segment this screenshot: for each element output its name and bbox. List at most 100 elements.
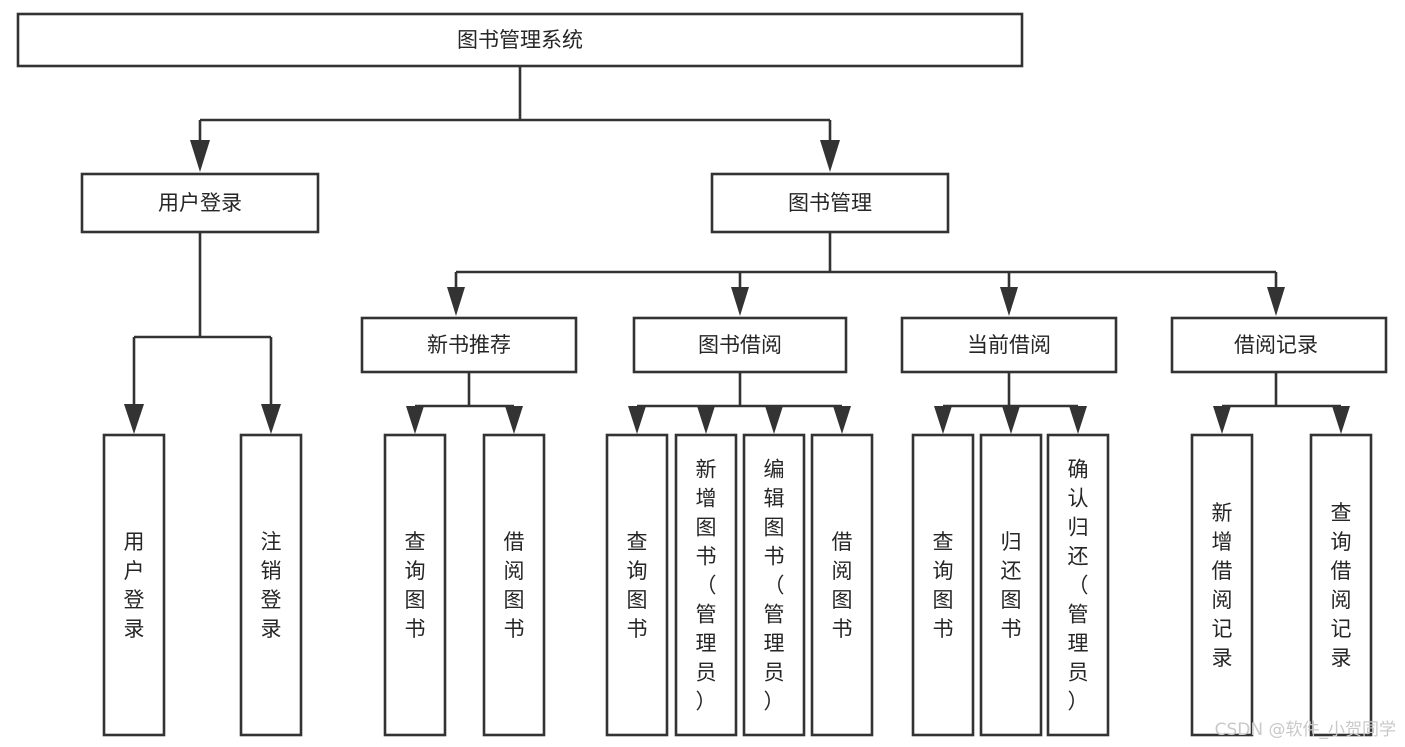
label-char: 图 [405,588,426,612]
arrow-head-leaf-return-book [1002,406,1020,434]
label-char: 图 [504,588,525,612]
node-leaf-return-book-box[interactable] [979,433,1043,737]
label-char: 理 [696,632,717,656]
label-char: ） [1068,690,1089,714]
label-char: 书 [933,617,954,641]
arrow-head-leaf-user-login [124,404,144,434]
node-leaf-add-book-admin-box[interactable] [674,433,738,737]
node-leaf-logout[interactable]: 注销登录 [239,433,303,737]
arrow-head-leaf-borrow-book-2 [833,406,851,434]
label-char: 录 [1331,646,1352,670]
label-char: 图 [627,588,648,612]
label-char: 图 [696,516,717,540]
node-leaf-logout-box[interactable] [239,433,303,737]
node-leaf-edit-book-admin[interactable]: 编辑图书（管理员） [742,433,806,737]
label-char: 还 [1068,545,1089,569]
arrow-head-leaf-edit-book-admin [765,406,783,434]
arrow-head-book-borrow [731,287,749,316]
label-char: 借 [832,530,853,554]
label-char: 销 [261,559,282,583]
node-leaf-add-record-label: 新增借阅记录 [1212,501,1233,670]
node-leaf-query-book-3[interactable]: 查询图书 [911,433,975,737]
arrow-head-current-borrow [1000,287,1018,316]
node-leaf-add-record[interactable]: 新增借阅记录 [1190,433,1254,737]
node-current-borrow[interactable]: 当前借阅 [900,316,1118,374]
node-leaf-query-record-box[interactable] [1309,433,1373,737]
node-leaf-edit-book-admin-box[interactable] [742,433,806,737]
node-leaf-query-book-2[interactable]: 查询图书 [605,433,669,737]
label-char: 借 [1212,559,1233,583]
node-leaf-borrow-book-2-box[interactable] [810,433,874,737]
node-current-borrow-box[interactable] [900,316,1118,374]
connector-layer [124,66,1350,434]
arrow-head-leaf-logout [261,404,281,434]
node-leaf-query-record[interactable]: 查询借阅记录 [1309,433,1373,737]
node-user-login-box[interactable] [80,172,320,234]
node-leaf-query-book-3-box[interactable] [911,433,975,737]
label-char: 还 [1001,559,1022,583]
label-char: 注 [261,530,282,554]
label-char: ） [696,690,717,714]
label-char: 录 [124,617,145,641]
node-book-borrow-box[interactable] [632,316,848,374]
node-leaf-return-book[interactable]: 归还图书 [979,433,1043,737]
node-leaf-user-login-box[interactable] [102,433,166,737]
label-char: 理 [1068,632,1089,656]
node-leaf-confirm-return-label: 确认归还（管理员） [1068,458,1089,714]
node-new-book-recommend[interactable]: 新书推荐 [360,316,578,374]
label-char: 阅 [1212,588,1233,612]
label-char: 认 [1068,487,1089,511]
node-root-label: 图书管理系统 [457,28,583,52]
node-leaf-add-book-admin-label: 新增图书（管理员） [696,458,717,714]
node-leaf-add-book-admin[interactable]: 新增图书（管理员） [674,433,738,737]
node-leaf-user-login-label: 用户登录 [124,530,145,641]
node-leaf-borrow-book-2[interactable]: 借阅图书 [810,433,874,737]
node-root-box[interactable] [16,12,1024,68]
arrow-head-leaf-query-book-3 [934,406,952,434]
node-leaf-query-book-1-box[interactable] [383,433,447,737]
node-leaf-logout-label: 注销登录 [261,530,282,641]
node-leaf-borrow-book-2-label: 借阅图书 [832,530,853,641]
label-char: 书 [764,545,785,569]
node-book-borrow[interactable]: 图书借阅 [632,316,848,374]
label-char: 登 [261,588,282,612]
label-char: 书 [696,545,717,569]
label-char: 确 [1068,458,1089,482]
node-new-book-recommend-box[interactable] [360,316,578,374]
label-char: 登 [124,588,145,612]
arrow-head-leaf-query-book-2 [628,406,646,434]
node-borrow-record-box[interactable] [1170,316,1388,374]
label-char: 员 [696,661,717,685]
arrow-head-leaf-confirm-return [1069,406,1087,434]
node-leaf-query-book-1[interactable]: 查询图书 [383,433,447,737]
label-char: 借 [1331,559,1352,583]
label-char: 书 [627,617,648,641]
label-char: 新 [1212,501,1233,525]
node-leaf-confirm-return[interactable]: 确认归还（管理员） [1046,433,1110,737]
label-char: 户 [124,559,145,583]
node-user-login[interactable]: 用户登录 [80,172,320,234]
node-borrow-record[interactable]: 借阅记录 [1170,316,1388,374]
csdn-watermark: CSDN @软件_小贺同学 [1215,720,1396,740]
label-char: 记 [1212,617,1233,641]
node-leaf-query-book-2-box[interactable] [605,433,669,737]
node-current-borrow-label: 当前借阅 [967,333,1051,357]
arrow-head-leaf-query-book-1 [406,406,424,434]
node-book-manage[interactable]: 图书管理 [710,172,950,234]
label-char: 书 [405,617,426,641]
node-borrow-record-label: 借阅记录 [1234,333,1318,357]
label-char: 图 [832,588,853,612]
label-char: 新 [696,458,717,482]
node-leaf-user-login[interactable]: 用户登录 [102,433,166,737]
node-leaf-confirm-return-box[interactable] [1046,433,1110,737]
node-root[interactable]: 图书管理系统 [16,12,1024,68]
label-char: 理 [764,632,785,656]
label-char: 书 [1001,617,1022,641]
node-leaf-borrow-book-1[interactable]: 借阅图书 [482,433,546,737]
node-leaf-borrow-book-1-box[interactable] [482,433,546,737]
arrow-head-leaf-query-record [1332,406,1350,434]
node-book-manage-box[interactable] [710,172,950,234]
node-leaf-add-record-box[interactable] [1190,433,1254,737]
leaf-node-layer: 用户登录注销登录查询图书借阅图书查询图书新增图书（管理员）编辑图书（管理员）借阅… [102,433,1373,737]
